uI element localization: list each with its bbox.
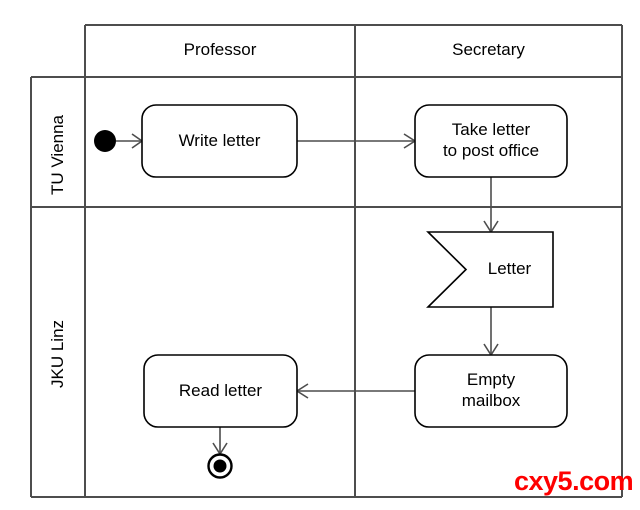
action-node-empty-mailbox[interactable]: [414, 354, 568, 428]
partition-label-tu-vienna: TU Vienna: [48, 114, 67, 195]
partition-label-jku-linz: JKU Linz: [48, 319, 67, 388]
edge-take-letter-to-letter: [483, 177, 499, 234]
swimlane-grid: [30, 24, 623, 498]
edge-read-letter-to-final: [212, 427, 228, 456]
action-node-read-letter[interactable]: [143, 354, 298, 428]
column-header-professor: Professor: [183, 40, 257, 59]
initial-node[interactable]: [94, 130, 116, 152]
final-node[interactable]: [207, 453, 233, 479]
column-header-secretary: Secretary: [452, 40, 525, 59]
action-node-write-letter[interactable]: [141, 104, 298, 178]
action-node-take-letter[interactable]: [414, 104, 568, 178]
edge-letter-to-empty-mailbox: [483, 307, 499, 357]
watermark-text: cxy5.com: [514, 466, 634, 496]
signal-receipt-node-letter[interactable]: [426, 231, 554, 308]
edge-initial-to-write-letter: [116, 133, 144, 149]
